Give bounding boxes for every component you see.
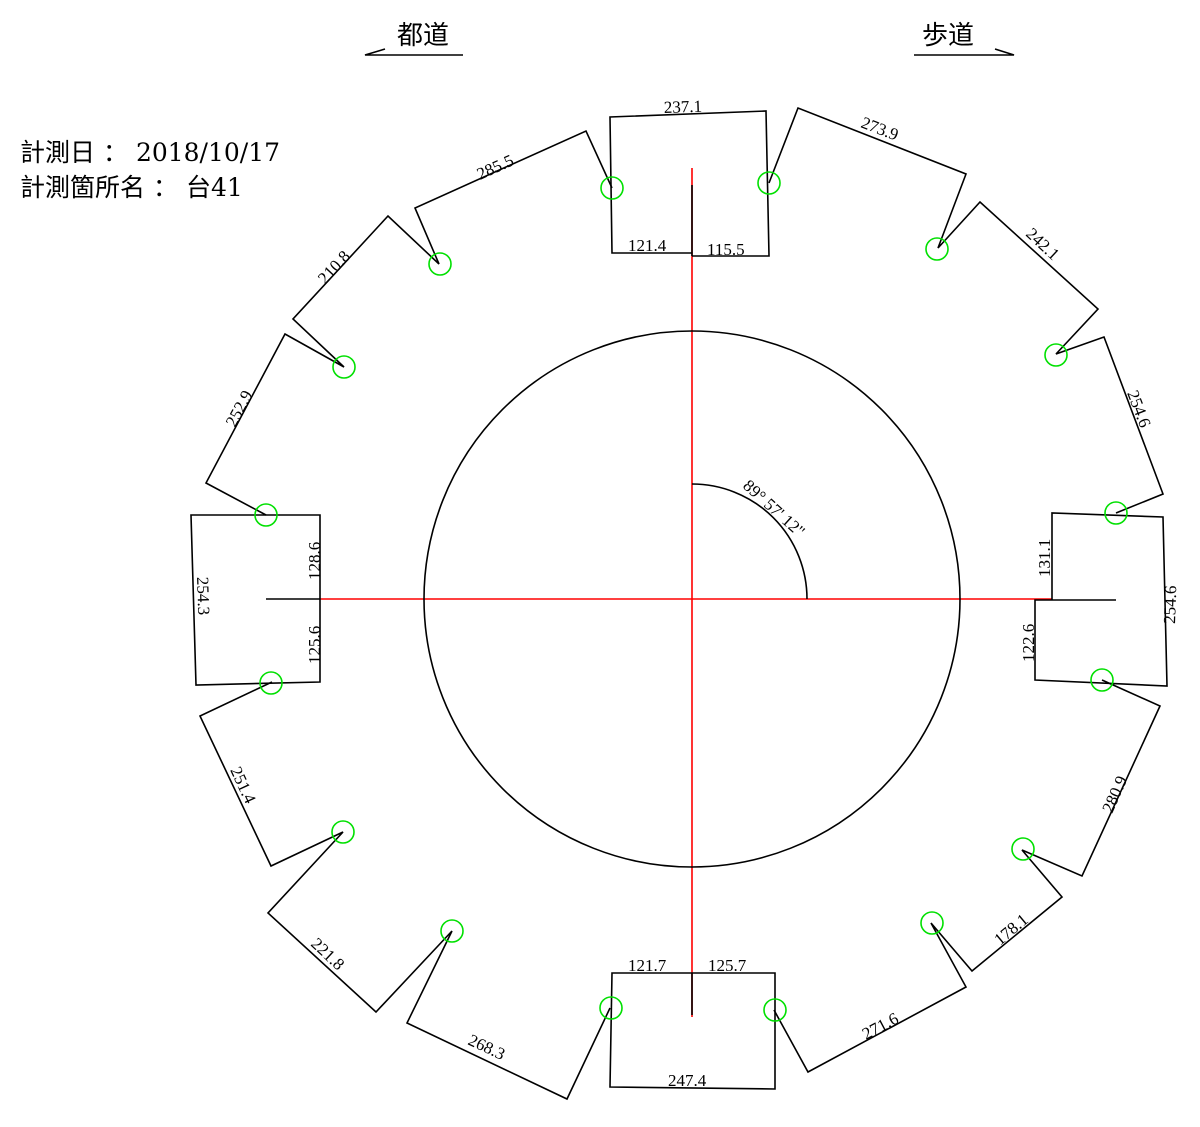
dim-label: 280.9 [1098, 773, 1131, 816]
dim-label: 252.9 [222, 387, 257, 430]
location-value: 台41 [185, 173, 243, 202]
angle-arc [691, 483, 808, 600]
point-marker-icon [599, 996, 623, 1020]
point-marker-icon [1104, 501, 1128, 525]
dim-label: 122.6 [1019, 624, 1038, 662]
dim-label: 125.7 [708, 956, 747, 975]
dim-label: 271.6 [859, 1009, 902, 1044]
angle-label: 89° 57' 12" [739, 476, 808, 541]
point-marker-icon [331, 820, 355, 844]
point-marker-icon [1011, 837, 1035, 861]
dim-label: 121.7 [628, 956, 667, 975]
dim-label: 254.6 [1160, 585, 1180, 624]
outline [190, 106, 1168, 1101]
right-arrow-icon [914, 48, 1015, 56]
dim-label: 254.6 [1123, 388, 1154, 431]
point-marker-icon [1044, 343, 1068, 367]
right-direction-label: 歩道 [922, 21, 974, 50]
separator: ： [102, 138, 128, 167]
point-marker-icon [600, 176, 624, 200]
inner-circle [423, 330, 961, 868]
left-arrow-icon [364, 48, 463, 56]
dim-label: 254.3 [193, 576, 213, 615]
measurement-location: 計測箇所名 ： 台41 [20, 168, 243, 204]
location-label: 計測箇所名 [20, 173, 146, 202]
dim-label: 121.4 [628, 236, 667, 255]
separator: ： [152, 173, 178, 202]
dim-label: 285.5 [474, 151, 517, 184]
dim-label: 128.6 [305, 542, 324, 580]
dim-label: 115.5 [707, 240, 745, 259]
point-marker-icon [259, 671, 283, 695]
dim-label: 178.1 [990, 910, 1032, 949]
point-marker-icon [757, 171, 781, 195]
dim-label: 210.8 [314, 247, 354, 288]
date-label: 計測日 [20, 138, 96, 167]
dim-label: 237.1 [663, 97, 702, 117]
point-marker-icon [254, 503, 278, 527]
dim-label: 251.4 [226, 764, 260, 807]
point-marker-icon [332, 355, 356, 379]
point-marker-icon [925, 237, 949, 261]
dim-label: 247.4 [668, 1071, 707, 1090]
point-marker-icon [428, 252, 452, 276]
measurement-date: 計測日 ： 2018/10/17 [20, 133, 280, 169]
dimension-labels: 237.1 121.4 115.5 273.9 242.1 254.6 254.… [193, 97, 1180, 1090]
point-marker-icon [763, 998, 787, 1022]
point-marker-icon [920, 911, 944, 935]
left-direction-label: 都道 [397, 21, 449, 50]
dim-label: 125.6 [305, 626, 324, 664]
point-marker-icon [1090, 668, 1114, 692]
point-marker-icon [440, 919, 464, 943]
date-value: 2018/10/17 [135, 138, 281, 167]
dim-label: 268.3 [465, 1030, 508, 1063]
measurement-points [254, 171, 1128, 1022]
dim-label: 131.1 [1035, 539, 1054, 577]
